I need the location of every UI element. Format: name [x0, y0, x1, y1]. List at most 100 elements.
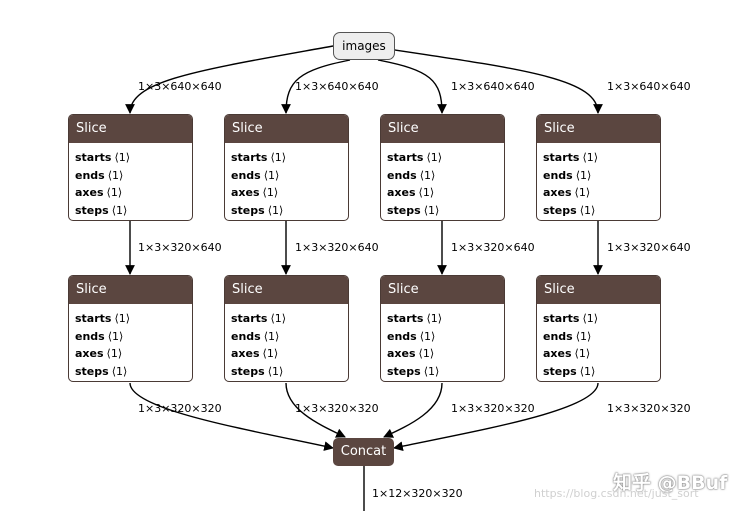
attr-row-starts: starts⟨1⟩	[387, 310, 504, 328]
edge-label-mid-2: 1×3×320×640	[295, 241, 379, 254]
attr-name: steps	[387, 364, 421, 378]
slice-node-title: Slice	[381, 276, 504, 304]
attr-row-steps: steps⟨1⟩	[231, 202, 348, 220]
attr-row-ends: ends⟨1⟩	[387, 328, 504, 346]
edge-label-bottom-2: 1×3×320×320	[295, 402, 379, 415]
attr-name: ends	[75, 329, 105, 343]
attr-value: ⟨1⟩	[107, 168, 124, 182]
attr-row-ends: ends⟨1⟩	[231, 167, 348, 185]
attr-value: ⟨1⟩	[418, 186, 435, 199]
attr-row-steps: steps⟨1⟩	[75, 202, 192, 220]
slice-node-4[interactable]: Slice starts⟨1⟩ ends⟨1⟩ axes⟨1⟩ steps⟨1⟩	[536, 114, 661, 221]
attr-value: ⟨1⟩	[426, 151, 443, 164]
slice-node-title: Slice	[225, 115, 348, 143]
attr-row-steps: steps⟨1⟩	[387, 202, 504, 220]
attr-value: ⟨1⟩	[574, 186, 591, 199]
attr-value: ⟨1⟩	[423, 203, 440, 217]
input-node-images[interactable]: images	[333, 32, 395, 60]
attr-row-axes: axes⟨1⟩	[231, 345, 348, 363]
attr-value: ⟨1⟩	[579, 203, 596, 217]
attr-name: axes	[231, 347, 260, 360]
attr-row-starts: starts⟨1⟩	[231, 310, 348, 328]
attr-name: axes	[387, 186, 416, 199]
edge-label-top-4: 1×3×640×640	[607, 80, 691, 93]
slice-node-title: Slice	[537, 115, 660, 143]
watermark-logo: 知乎 @BBuf	[613, 472, 728, 494]
attr-name: starts	[231, 151, 268, 164]
concat-node[interactable]: Concat	[333, 438, 394, 466]
attr-value: ⟨1⟩	[111, 203, 128, 217]
attr-value: ⟨1⟩	[426, 312, 443, 325]
slice-node-6[interactable]: Slice starts⟨1⟩ ends⟨1⟩ axes⟨1⟩ steps⟨1⟩	[224, 275, 349, 382]
attr-row-starts: starts⟨1⟩	[387, 149, 504, 167]
slice-node-2[interactable]: Slice starts⟨1⟩ ends⟨1⟩ axes⟨1⟩ steps⟨1⟩	[224, 114, 349, 221]
slice-node-3[interactable]: Slice starts⟨1⟩ ends⟨1⟩ axes⟨1⟩ steps⟨1⟩	[380, 114, 505, 221]
attr-row-steps: steps⟨1⟩	[75, 363, 192, 381]
attr-row-steps: steps⟨1⟩	[543, 363, 660, 381]
attr-row-starts: starts⟨1⟩	[231, 149, 348, 167]
attr-name: ends	[231, 168, 261, 182]
attr-value: ⟨1⟩	[582, 312, 599, 325]
edge-slice-7-to-concat	[383, 382, 443, 438]
attr-row-starts: starts⟨1⟩	[543, 310, 660, 328]
edge-label-top-3: 1×3×640×640	[451, 80, 535, 93]
attr-name: starts	[75, 151, 112, 164]
edge-label-bottom-1: 1×3×320×320	[138, 402, 222, 415]
attr-value: ⟨1⟩	[574, 347, 591, 360]
attr-name: ends	[387, 168, 417, 182]
slice-node-8[interactable]: Slice starts⟨1⟩ ends⟨1⟩ axes⟨1⟩ steps⟨1⟩	[536, 275, 661, 382]
slice-node-1[interactable]: Slice starts⟨1⟩ ends⟨1⟩ axes⟨1⟩ steps⟨1⟩	[68, 114, 193, 221]
slice-node-title: Slice	[69, 115, 192, 143]
attr-row-axes: axes⟨1⟩	[543, 345, 660, 363]
attr-value: ⟨1⟩	[107, 329, 124, 343]
attr-name: starts	[387, 151, 424, 164]
attr-value: ⟨1⟩	[114, 151, 131, 164]
attr-name: axes	[387, 347, 416, 360]
attr-name: steps	[543, 364, 577, 378]
attr-row-starts: starts⟨1⟩	[543, 149, 660, 167]
attr-value: ⟨1⟩	[106, 186, 123, 199]
attr-row-ends: ends⟨1⟩	[231, 328, 348, 346]
attr-name: starts	[543, 151, 580, 164]
attr-value: ⟨1⟩	[582, 151, 599, 164]
attr-name: steps	[231, 203, 265, 217]
attr-value: ⟨1⟩	[114, 312, 131, 325]
edge-label-top-1: 1×3×640×640	[138, 80, 222, 93]
edge-label-top-2: 1×3×640×640	[295, 80, 379, 93]
attr-row-starts: starts⟨1⟩	[75, 149, 192, 167]
attr-value: ⟨1⟩	[575, 329, 592, 343]
watermark-url: https://blog.csdn.net/just_sort	[534, 487, 699, 500]
attr-name: axes	[543, 186, 572, 199]
slice-node-title: Slice	[69, 276, 192, 304]
attr-name: steps	[75, 364, 109, 378]
attr-row-axes: axes⟨1⟩	[387, 345, 504, 363]
edge-label-mid-1: 1×3×320×640	[138, 241, 222, 254]
edge-images-to-slice-4	[394, 49, 603, 114]
edge-label-mid-4: 1×3×320×640	[607, 241, 691, 254]
attr-row-axes: axes⟨1⟩	[231, 184, 348, 202]
slice-node-title: Slice	[381, 115, 504, 143]
attr-value: ⟨1⟩	[423, 364, 440, 378]
slice-node-title: Slice	[537, 276, 660, 304]
attr-value: ⟨1⟩	[267, 203, 284, 217]
attr-value: ⟨1⟩	[270, 312, 287, 325]
attr-row-steps: steps⟨1⟩	[231, 363, 348, 381]
attr-value: ⟨1⟩	[418, 347, 435, 360]
slice-node-7[interactable]: Slice starts⟨1⟩ ends⟨1⟩ axes⟨1⟩ steps⟨1⟩	[380, 275, 505, 382]
attr-value: ⟨1⟩	[111, 364, 128, 378]
edge-slice-5-to-concat	[129, 382, 334, 451]
attr-name: ends	[387, 329, 417, 343]
attr-name: steps	[543, 203, 577, 217]
edge-slice-6-to-concat	[285, 382, 346, 438]
attr-row-starts: starts⟨1⟩	[75, 310, 192, 328]
edge-slice-8-to-concat	[393, 382, 599, 451]
attr-row-ends: ends⟨1⟩	[543, 328, 660, 346]
slice-node-5[interactable]: Slice starts⟨1⟩ ends⟨1⟩ axes⟨1⟩ steps⟨1⟩	[68, 275, 193, 382]
attr-value: ⟨1⟩	[419, 168, 436, 182]
edge-label-mid-3: 1×3×320×640	[451, 241, 535, 254]
attr-value: ⟨1⟩	[263, 329, 280, 343]
attr-name: starts	[543, 312, 580, 325]
attr-name: starts	[231, 312, 268, 325]
attr-name: ends	[543, 168, 573, 182]
